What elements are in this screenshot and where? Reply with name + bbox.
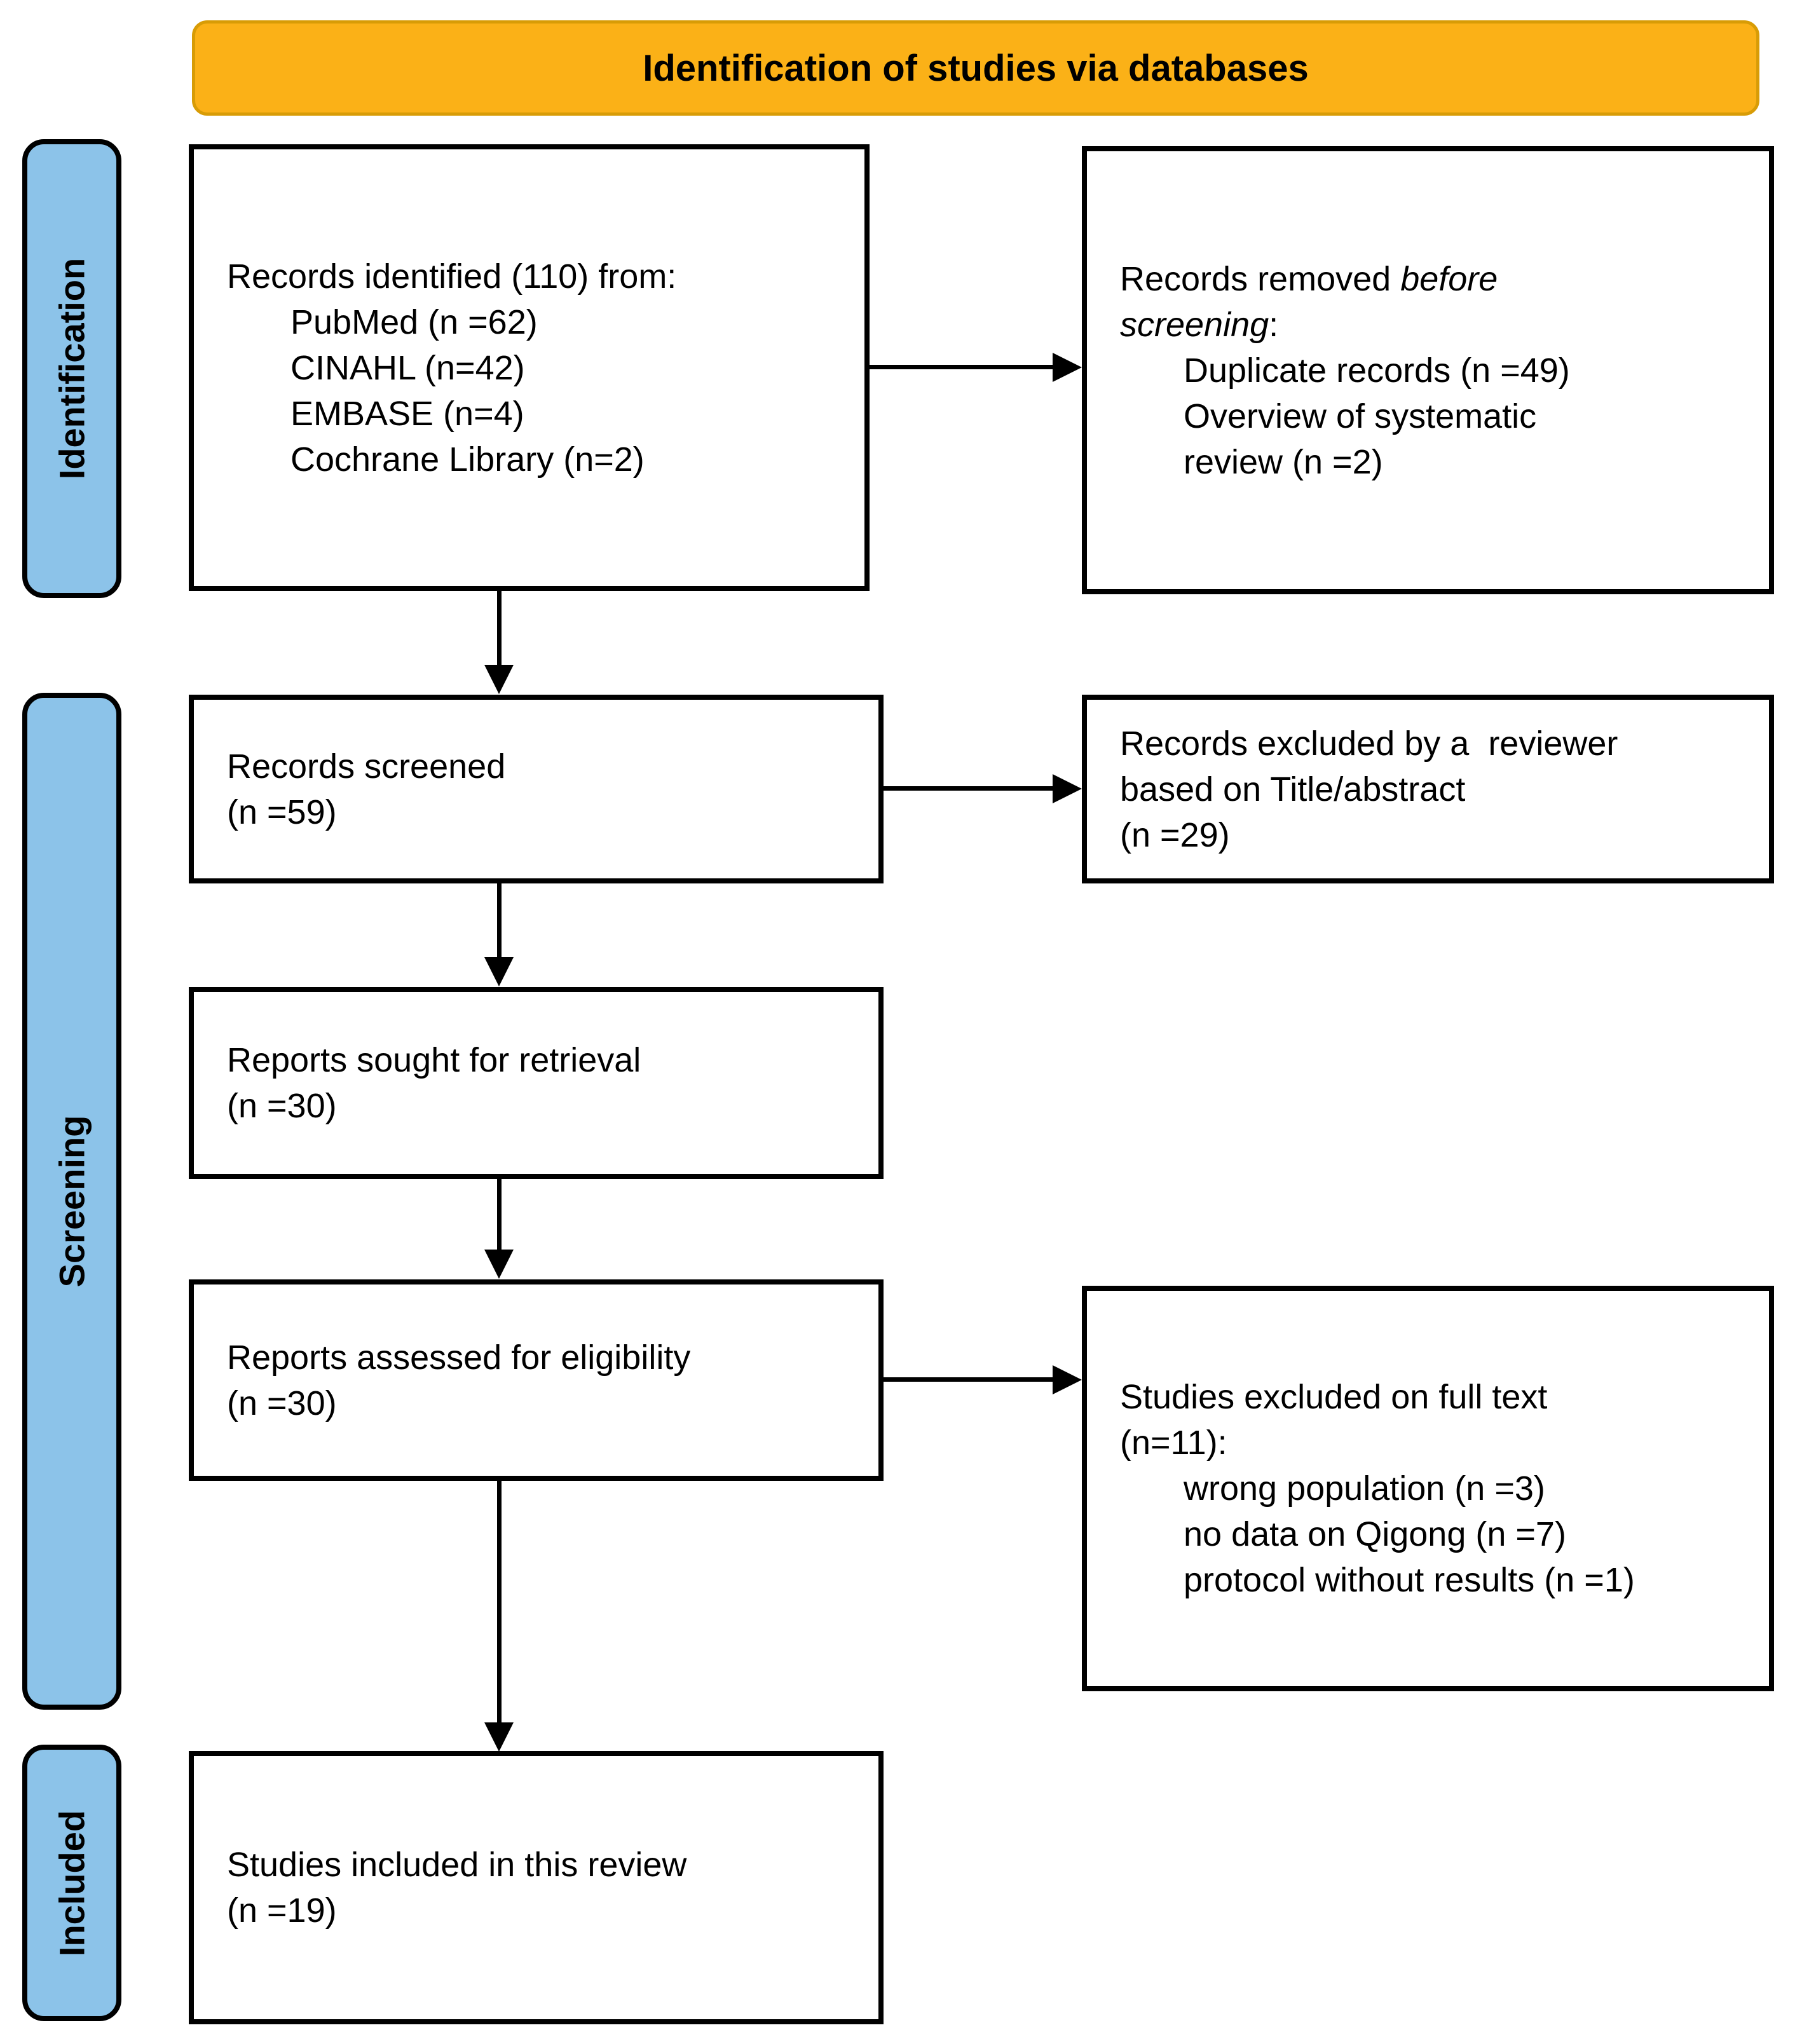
records-removed-item: Duplicate records (n =49): [1184, 351, 1570, 390]
studies-included-line1: Studies included in this review: [227, 1846, 687, 1884]
studies-excluded-item: wrong population (n =3): [1184, 1469, 1545, 1508]
records-excluded-line3: (n =29): [1120, 815, 1230, 854]
stage-label-included: Included: [51, 1809, 92, 1956]
arrow-shaft: [497, 1179, 502, 1252]
arrow-shaft: [497, 591, 502, 667]
banner-label: Identification of studies via databases: [643, 47, 1309, 89]
stage-tab-included: Included: [22, 1745, 121, 2021]
box-studies-excluded: Studies excluded on full text (n=11): wr…: [1082, 1286, 1774, 1691]
stage-tab-screening: Screening: [22, 693, 121, 1710]
records-removed-item: review (n =2): [1184, 442, 1383, 481]
arrow-head-right-icon: [1053, 774, 1082, 803]
studies-excluded-item: no data on Qigong (n =7): [1184, 1515, 1566, 1553]
box-reports-sought: Reports sought for retrieval (n =30): [189, 987, 884, 1179]
records-screened-line2: (n =59): [227, 793, 337, 831]
reports-assessed-line2: (n =30): [227, 1384, 337, 1422]
arrow-head-down-icon: [484, 1250, 514, 1279]
banner-identification-via-databases: Identification of studies via databases: [192, 20, 1759, 116]
records-identified-item: EMBASE (n=4): [290, 394, 524, 433]
arrow-head-down-icon: [484, 957, 514, 986]
box-records-excluded: Records excluded by a reviewer based on …: [1082, 695, 1774, 883]
studies-excluded-line2: (n=11):: [1120, 1424, 1227, 1462]
records-excluded-line2: based on Title/abstract: [1120, 770, 1466, 808]
records-identified-item: PubMed (n =62): [290, 303, 538, 341]
arrow-shaft: [884, 1377, 1055, 1382]
records-identified-item: Cochrane Library (n=2): [290, 440, 645, 479]
records-removed-title-colon: :: [1269, 305, 1279, 344]
arrow-head-down-icon: [484, 665, 514, 694]
records-screened-line1: Records screened: [227, 747, 506, 786]
records-removed-title-line1: Records removed before: [1120, 256, 1759, 302]
records-identified-title: Records identified (110) from:: [227, 257, 677, 296]
arrow-shaft: [497, 1481, 502, 1725]
records-removed-item: Overview of systematic: [1184, 397, 1537, 435]
records-removed-title-italic2: screening: [1120, 305, 1269, 344]
arrow-head-down-icon: [484, 1722, 514, 1752]
stage-label-identification: Identification: [51, 257, 92, 480]
box-reports-assessed: Reports assessed for eligibility (n =30): [189, 1279, 884, 1481]
box-records-removed: Records removed before screening: Duplic…: [1082, 146, 1774, 594]
box-records-screened: Records screened (n =59): [189, 695, 884, 883]
arrow-head-right-icon: [1053, 1365, 1082, 1394]
reports-sought-line1: Reports sought for retrieval: [227, 1041, 641, 1079]
records-removed-title-line2: screening:: [1120, 302, 1759, 348]
arrow-shaft: [497, 883, 502, 960]
reports-assessed-line1: Reports assessed for eligibility: [227, 1338, 691, 1377]
records-excluded-line1: Records excluded by a reviewer: [1120, 724, 1618, 763]
box-records-identified: Records identified (110) from: PubMed (n…: [189, 144, 870, 591]
studies-excluded-item: protocol without results (n =1): [1184, 1561, 1635, 1599]
stage-label-screening: Screening: [51, 1115, 92, 1288]
records-identified-item: CINAHL (n=42): [290, 348, 525, 387]
records-removed-title-italic: before: [1400, 259, 1498, 298]
records-removed-title-normal: Records removed: [1120, 259, 1401, 298]
stage-tab-identification: Identification: [22, 139, 121, 598]
arrow-shaft: [870, 365, 1055, 369]
arrow-head-right-icon: [1053, 353, 1082, 382]
studies-included-line2: (n =19): [227, 1891, 337, 1930]
reports-sought-line2: (n =30): [227, 1087, 337, 1125]
arrow-shaft: [884, 786, 1055, 791]
box-studies-included: Studies included in this review (n =19): [189, 1751, 884, 2024]
studies-excluded-line1: Studies excluded on full text: [1120, 1378, 1548, 1416]
